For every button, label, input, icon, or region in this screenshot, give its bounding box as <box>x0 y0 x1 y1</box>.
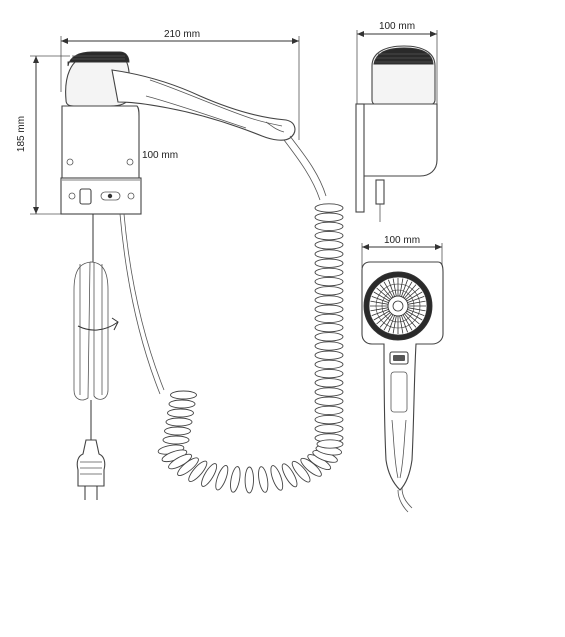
dimension-label-top-100: 100 mm <box>379 21 415 32</box>
cable-coil <box>314 203 344 213</box>
cable-coil <box>215 464 229 491</box>
power-switch-icon <box>79 188 92 205</box>
cable-coil <box>314 276 344 287</box>
cable-coil <box>314 230 344 241</box>
cable-coil <box>314 304 344 314</box>
cable-coil <box>314 286 344 296</box>
cable-coil <box>314 249 344 259</box>
cable-coil <box>314 240 344 250</box>
dimension-label-front-100: 100 mm <box>384 235 420 246</box>
cable-coil <box>168 453 193 470</box>
cable-coil <box>314 313 344 324</box>
cable-coil <box>314 322 344 333</box>
wall-bracket-top <box>357 103 438 177</box>
cable-coil <box>314 405 344 416</box>
cable-coil <box>258 466 269 493</box>
wall-bracket-side <box>61 105 140 179</box>
cable-coil <box>316 439 344 449</box>
dryer-handle-side <box>111 69 296 141</box>
cable-coil <box>314 396 344 406</box>
cable-coil <box>164 426 191 436</box>
top-view: 100 mm <box>355 21 438 222</box>
cable-coil <box>314 414 344 425</box>
cable-coil <box>168 399 196 409</box>
cable-coil <box>314 424 344 434</box>
cable-coil <box>314 221 344 232</box>
cable-coil <box>314 368 344 379</box>
cable-coil <box>314 387 344 397</box>
screw-icon <box>68 192 76 200</box>
dimension-width-210: 210 mm <box>60 29 300 140</box>
spiral-cable <box>119 135 344 494</box>
cable-coil <box>314 359 344 370</box>
dimension-label-bracket-100: 100 mm <box>142 150 178 161</box>
cable-coil <box>314 341 344 351</box>
cable-coil <box>170 390 197 400</box>
cable-coil <box>230 466 241 493</box>
cable-coil <box>281 463 298 488</box>
cable-coil <box>314 350 344 360</box>
cable-coil <box>314 212 344 222</box>
cable-coil <box>270 465 284 491</box>
cable-coil <box>314 258 344 268</box>
cable-coil <box>188 460 208 482</box>
cable-coil <box>314 295 344 305</box>
cable-coil <box>162 435 190 445</box>
cable-coil <box>177 457 199 476</box>
dimension-label-210: 210 mm <box>164 29 200 40</box>
dimension-height-185: 185 mm <box>16 55 70 215</box>
cable-coil <box>244 466 254 494</box>
cable-coil <box>314 267 344 278</box>
cable-coil <box>201 463 218 487</box>
cable-coil <box>314 332 344 342</box>
cable-coil <box>291 460 311 483</box>
power-cord-with-plug <box>73 214 119 500</box>
cable-coil <box>167 408 194 418</box>
plug-icon <box>76 439 106 487</box>
screw-icon <box>127 192 135 200</box>
front-view: 100 mm <box>361 235 444 513</box>
dimension-label-185: 185 mm <box>16 116 27 152</box>
side-view <box>60 51 296 215</box>
cable-coil <box>165 417 193 427</box>
cable-coil <box>314 378 344 388</box>
